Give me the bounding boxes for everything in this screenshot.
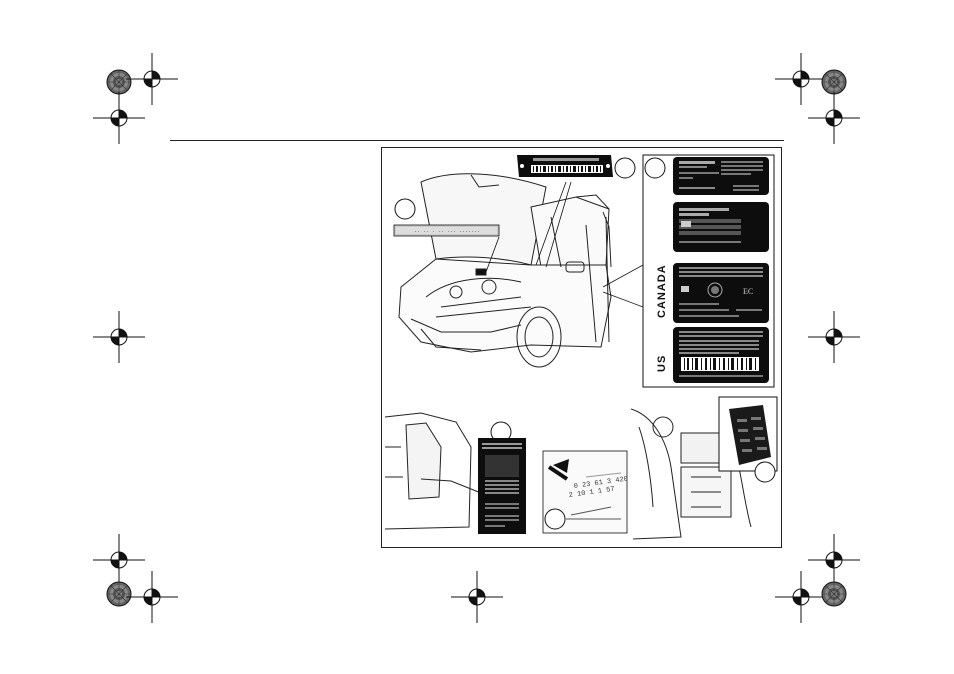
registration-mark-icon	[125, 570, 179, 624]
svg-text:·· ·· · ·· ··· ·······: ·· ·· · ·· ··· ·······	[414, 229, 480, 235]
chassis-number-plate: ·· ·· · ·· ··· ·······	[393, 224, 500, 237]
us-caption: US	[656, 354, 668, 372]
callout-marker	[644, 157, 666, 179]
vehicle-label-illustration: ·· ·· · ·· ··· ·······	[384, 154, 778, 540]
registration-mark-icon	[807, 533, 861, 587]
color-wheel-icon	[106, 69, 132, 95]
registration-mark-icon	[450, 570, 504, 624]
color-wheel-icon	[106, 581, 132, 607]
callout-marker	[394, 198, 416, 220]
svg-text:EC: EC	[743, 287, 753, 296]
canada-certification-label: EC	[673, 263, 769, 323]
manufacturer-plate-1	[673, 157, 769, 195]
us-certification-label	[673, 327, 769, 383]
registration-mark-icon	[125, 52, 179, 106]
registration-mark-icon	[807, 91, 861, 145]
canada-caption: CANADA	[656, 264, 668, 318]
color-wheel-icon	[821, 69, 847, 95]
registration-mark-icon	[807, 310, 861, 364]
registration-mark-icon	[92, 533, 146, 587]
callout-marker	[614, 157, 636, 179]
registration-mark-icon	[92, 91, 146, 145]
door-jamb-drawing	[384, 412, 482, 530]
registration-mark-icon	[92, 310, 146, 364]
callout-marker	[544, 508, 566, 530]
registration-mark-icon	[774, 52, 828, 106]
callout-marker	[754, 461, 776, 483]
tire-pressure-decal	[478, 438, 526, 534]
fuse-box-decal-closeup	[718, 396, 778, 472]
barcode-label	[517, 155, 613, 177]
registration-mark-icon	[774, 570, 828, 624]
page-rule	[170, 140, 784, 141]
manufacturer-plate-2	[673, 202, 769, 252]
car-open-hood-drawing	[398, 173, 612, 368]
color-wheel-icon	[821, 581, 847, 607]
engine-bay-drawing	[630, 408, 752, 540]
